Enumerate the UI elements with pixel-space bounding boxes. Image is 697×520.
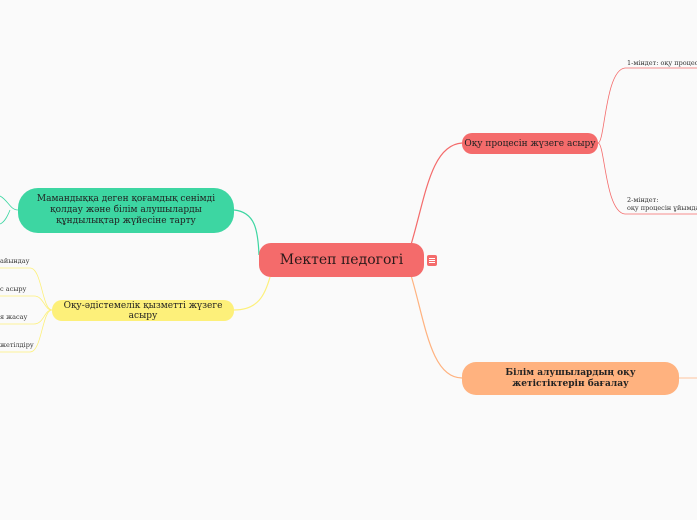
leaf-methodical-1[interactable]: айындау <box>0 257 30 265</box>
topic-public-trust[interactable]: Мамандыққа деген қоғамдық сенімді қолдау… <box>18 188 234 233</box>
topic-assessment-label: Білім алушылардың оқу жетістіктерін баға… <box>505 367 636 389</box>
leaf-methodical-2[interactable]: с асыру <box>0 285 27 293</box>
edge-yellow-leaf4 <box>0 309 53 353</box>
edge-red-sub2 <box>597 142 697 215</box>
edge-central-red <box>409 142 463 249</box>
edge-green-out2 <box>0 209 11 225</box>
edge-green-out <box>0 195 19 211</box>
subtopic-task-2[interactable]: 2-міндет: оқу процесін ұйымдаст <box>627 196 697 212</box>
central-topic-label: Мектеп педогогі <box>279 252 404 268</box>
menu-icon[interactable] <box>427 255 437 266</box>
topic-learning-process-label: Оқу процесін жүзеге асыру <box>464 138 596 149</box>
leaf-methodical-4[interactable]: жетілдіру <box>0 341 34 349</box>
subtopic-task-1[interactable]: 1-міндет: оқу процесін <box>627 59 697 67</box>
edge-red-sub1 <box>597 67 697 144</box>
topic-learning-process[interactable]: Оқу процесін жүзеге асыру <box>462 133 598 154</box>
edge-yellow-leaf2 <box>0 295 53 311</box>
edge-central-yellow <box>233 276 271 311</box>
edge-central-orange <box>409 271 463 379</box>
leaf-methodical-3[interactable]: я жасау <box>0 313 28 321</box>
topic-assessment[interactable]: Білім алушылардың оқу жетістіктерін баға… <box>462 362 679 395</box>
topic-public-trust-label: Мамандыққа деген қоғамдық сенімді қолдау… <box>36 194 216 226</box>
edge-yellow-leaf1 <box>0 267 53 311</box>
edge-central-green <box>233 209 260 256</box>
topic-methodical-work-label: Оқу-әдістемелік қызметті жүзеге асыру <box>63 300 223 321</box>
topic-methodical-work[interactable]: Оқу-әдістемелік қызметті жүзеге асыру <box>52 300 234 321</box>
central-topic[interactable]: Мектеп педогогі <box>259 243 424 277</box>
